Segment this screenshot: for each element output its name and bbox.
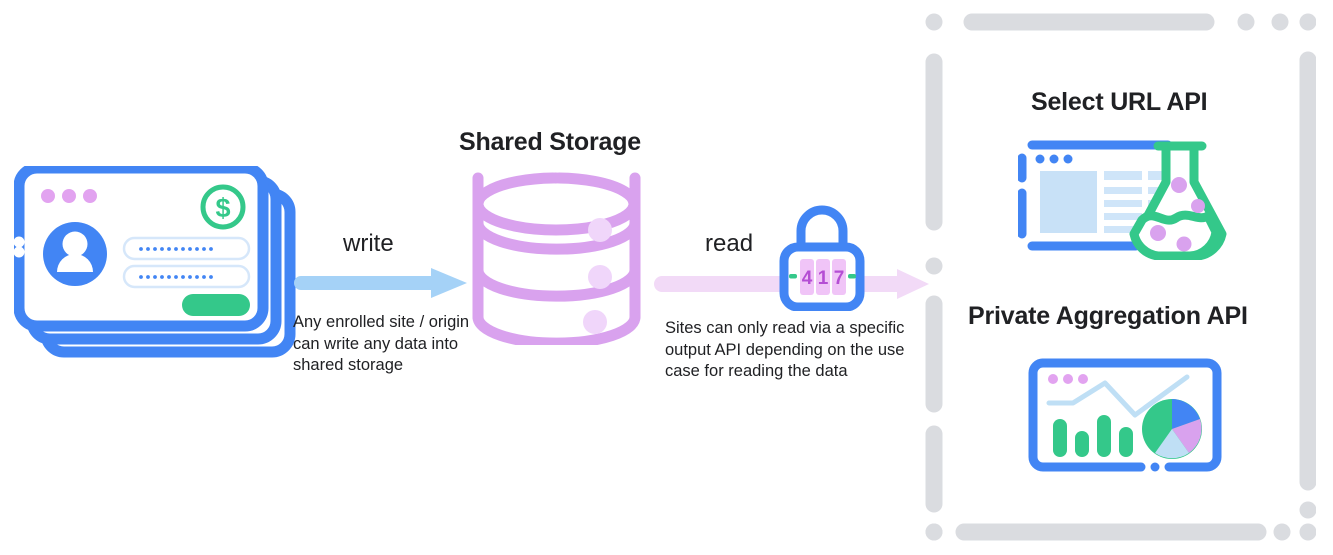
- browser-window-with-flask-icon: [1017, 138, 1228, 265]
- database-cylinder-icon: [469, 165, 644, 350]
- read-caption: Sites can only read via a specific outpu…: [665, 319, 905, 380]
- browser-window-with-charts-icon: [1027, 357, 1223, 486]
- write-caption: Any enrolled site / origin can write any…: [293, 313, 470, 374]
- svg-text:4: 4: [802, 268, 813, 289]
- svg-text:1: 1: [818, 268, 829, 289]
- combination-lock-icon: 4 1 7: [777, 203, 867, 316]
- private-aggregation-api-title: Private Aggregation API: [968, 302, 1248, 330]
- output-apis-panel: [916, 4, 1317, 555]
- svg-text:7: 7: [834, 268, 845, 289]
- read-label: read: [705, 230, 754, 257]
- select-url-api-title: Select URL API: [1031, 88, 1208, 116]
- write-label: write: [343, 230, 394, 257]
- shared-storage-title: Shared Storage: [459, 128, 641, 156]
- svg-text:$: $: [215, 193, 230, 223]
- login-card-stack: $: [13, 162, 304, 371]
- write-arrow-icon: [291, 266, 471, 300]
